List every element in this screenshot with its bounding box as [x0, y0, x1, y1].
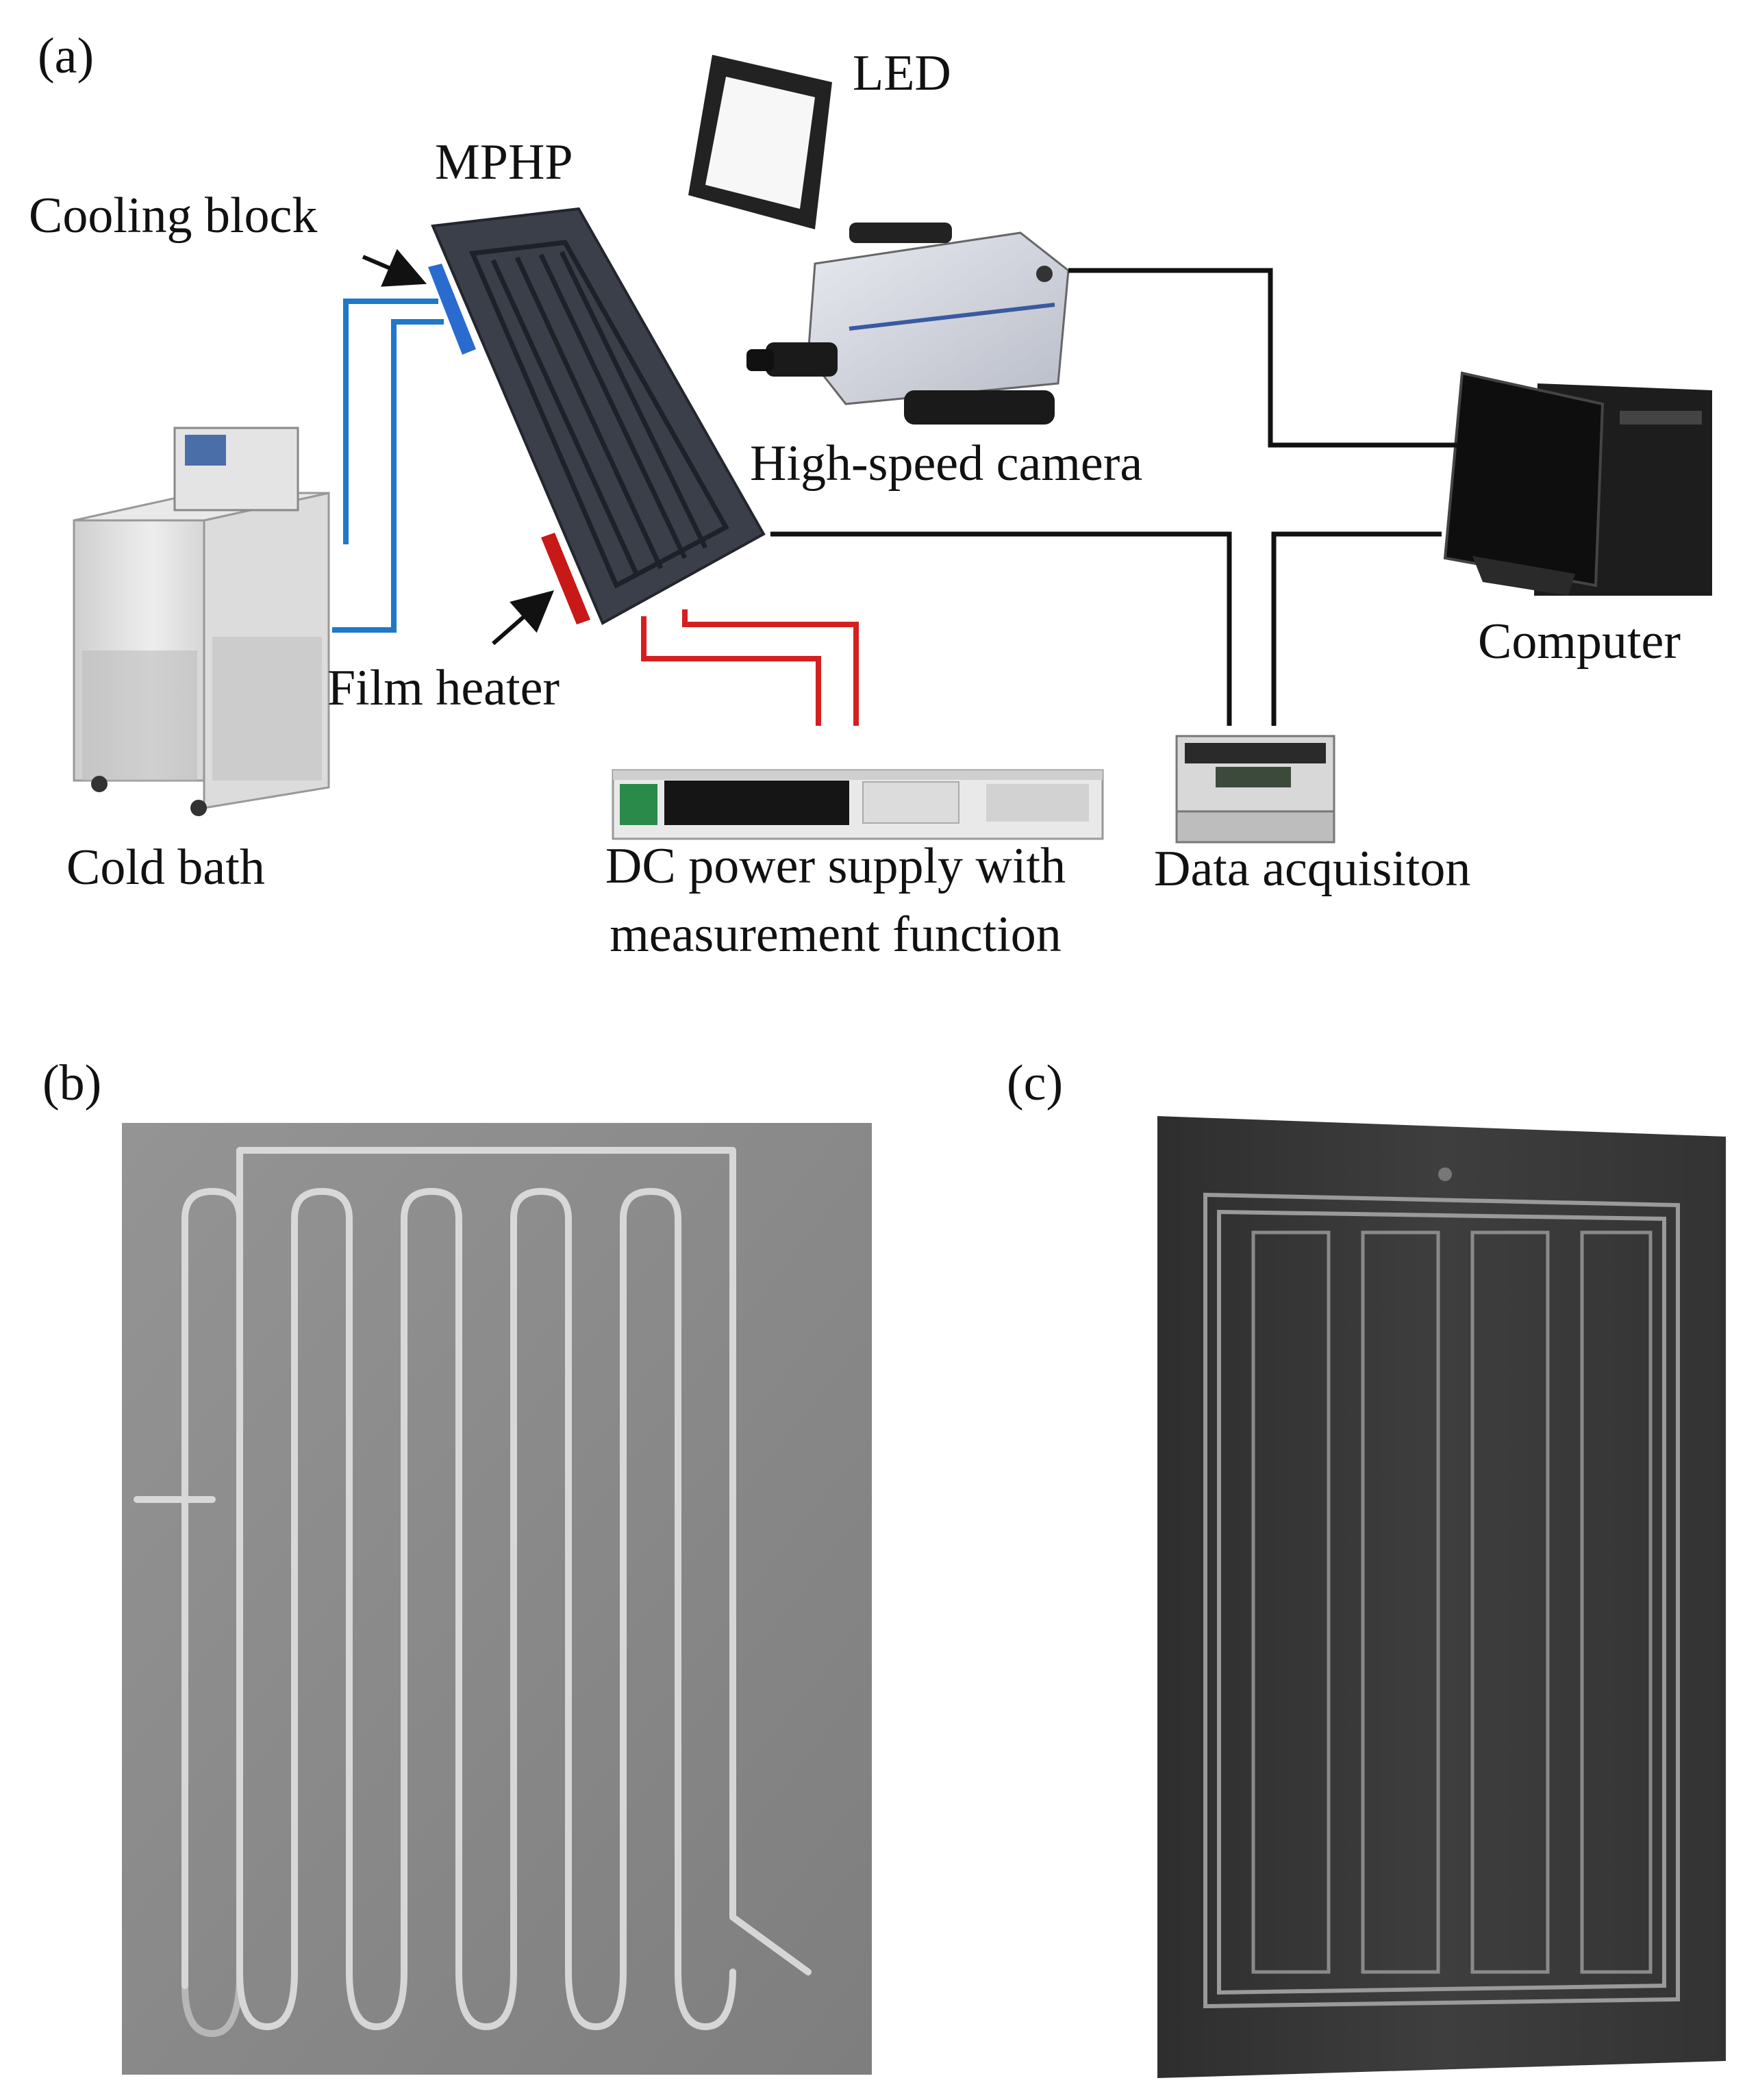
cooling-block-label: Cooling block [29, 188, 318, 244]
mphp-plate [431, 207, 766, 625]
computer-to-daq-line [1271, 531, 1442, 726]
mphp-to-daq-line [770, 531, 1232, 726]
coolant-return-line [332, 319, 444, 633]
led-label: LED [853, 45, 951, 101]
film-heater-arrow [492, 590, 555, 646]
coolant-supply-line [343, 299, 438, 544]
heater-line-2 [682, 609, 859, 726]
dc-power-supply-label-line2: measurement function [610, 907, 1062, 963]
mphp-label: MPHP [435, 134, 573, 190]
panel-label-a: (a) [38, 28, 95, 84]
cooling-block-arrow [362, 249, 427, 287]
cold-bath-label: Cold bath [66, 839, 265, 896]
computer-label: Computer [1478, 613, 1681, 670]
dark-mphp-photo [1157, 1116, 1726, 2078]
heater-line-1 [641, 616, 821, 726]
data-acquisition-device [1175, 735, 1335, 844]
glass-mphp-photo [122, 1123, 872, 2075]
cold-bath-device [73, 427, 330, 816]
panel-label-b: (b) [42, 1055, 102, 1111]
cooling-block [428, 264, 476, 355]
film-heater [541, 533, 590, 624]
led-panel [688, 55, 832, 229]
computer [1443, 371, 1712, 596]
heater-power-lines [641, 609, 859, 726]
data-acquisition-label: Data acquisiton [1154, 841, 1471, 897]
signal-lines [770, 268, 1459, 726]
high-speed-camera-label: High-speed camera [750, 435, 1143, 492]
dc-power-supply [612, 769, 1104, 840]
film-heater-label: Film heater [327, 660, 560, 716]
panel-label-c: (c) [1007, 1055, 1064, 1111]
coolant-lines [332, 299, 444, 633]
camera-to-computer-line [1068, 268, 1459, 448]
high-speed-camera [746, 223, 1070, 425]
dc-power-supply-label-line1: DC power supply with [605, 838, 1066, 894]
